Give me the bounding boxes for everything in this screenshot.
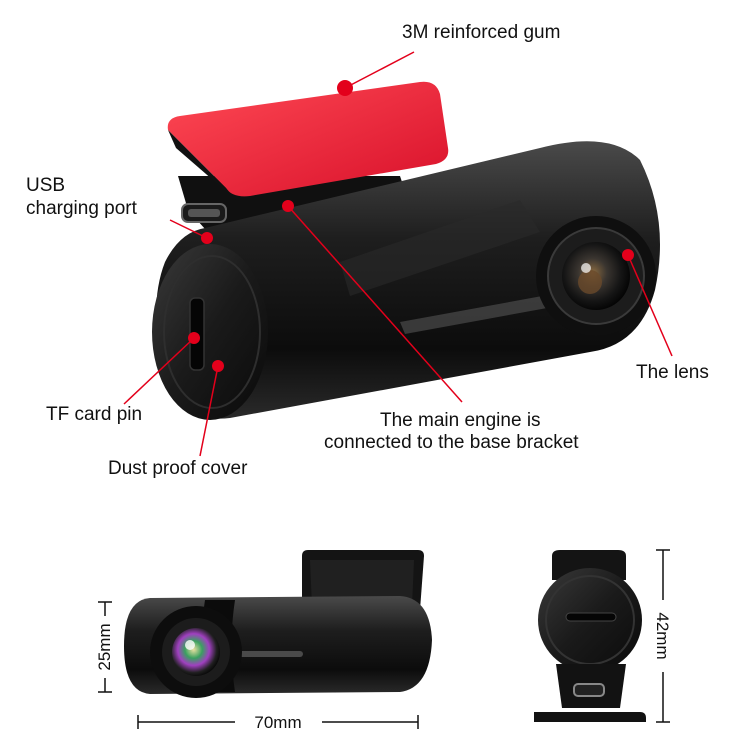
label-lens: The lens [636, 362, 709, 383]
pointer-line-lens [627, 254, 673, 357]
pointer-line-engine [287, 205, 463, 403]
pointer-line-tf [123, 337, 195, 405]
back-view-camera [534, 550, 646, 722]
pointer-dot-tf [188, 332, 200, 344]
dimension-label-70mm: 70mm [254, 713, 301, 732]
dimension-lines [98, 549, 670, 729]
pointer-dots [188, 80, 634, 372]
side-view-lens-glass [172, 628, 220, 676]
camera-body [156, 141, 660, 419]
label-engine-line1: The main engine is [380, 410, 541, 431]
pointer-line-gum [344, 51, 415, 89]
label-usb-line2: charging port [26, 198, 138, 219]
dust-proof-cover [152, 244, 268, 420]
pointer-dot-lens [622, 249, 634, 261]
pointer-line-dust [199, 365, 219, 457]
dimension-label-42mm: 42mm [653, 612, 672, 659]
dimension-label-25mm: 25mm [95, 623, 114, 670]
label-gum: 3M reinforced gum [402, 22, 560, 43]
main-camera [152, 81, 660, 420]
pointer-dot-usb [201, 232, 213, 244]
back-view-usb-port [573, 683, 605, 697]
adhesive-pad [167, 81, 449, 197]
label-usb-line1: USB [26, 175, 65, 196]
pointer-line-usb [169, 219, 208, 239]
pointer-dot-dust [212, 360, 224, 372]
label-dust-cover: Dust proof cover [108, 458, 248, 479]
label-engine-line2: connected to the base bracket [324, 432, 579, 453]
label-tf-card: TF card pin [46, 404, 142, 425]
pointer-lines [123, 51, 673, 457]
pointer-dot-gum [337, 80, 353, 96]
pointer-dot-engine [282, 200, 294, 212]
side-view-camera [124, 550, 432, 698]
